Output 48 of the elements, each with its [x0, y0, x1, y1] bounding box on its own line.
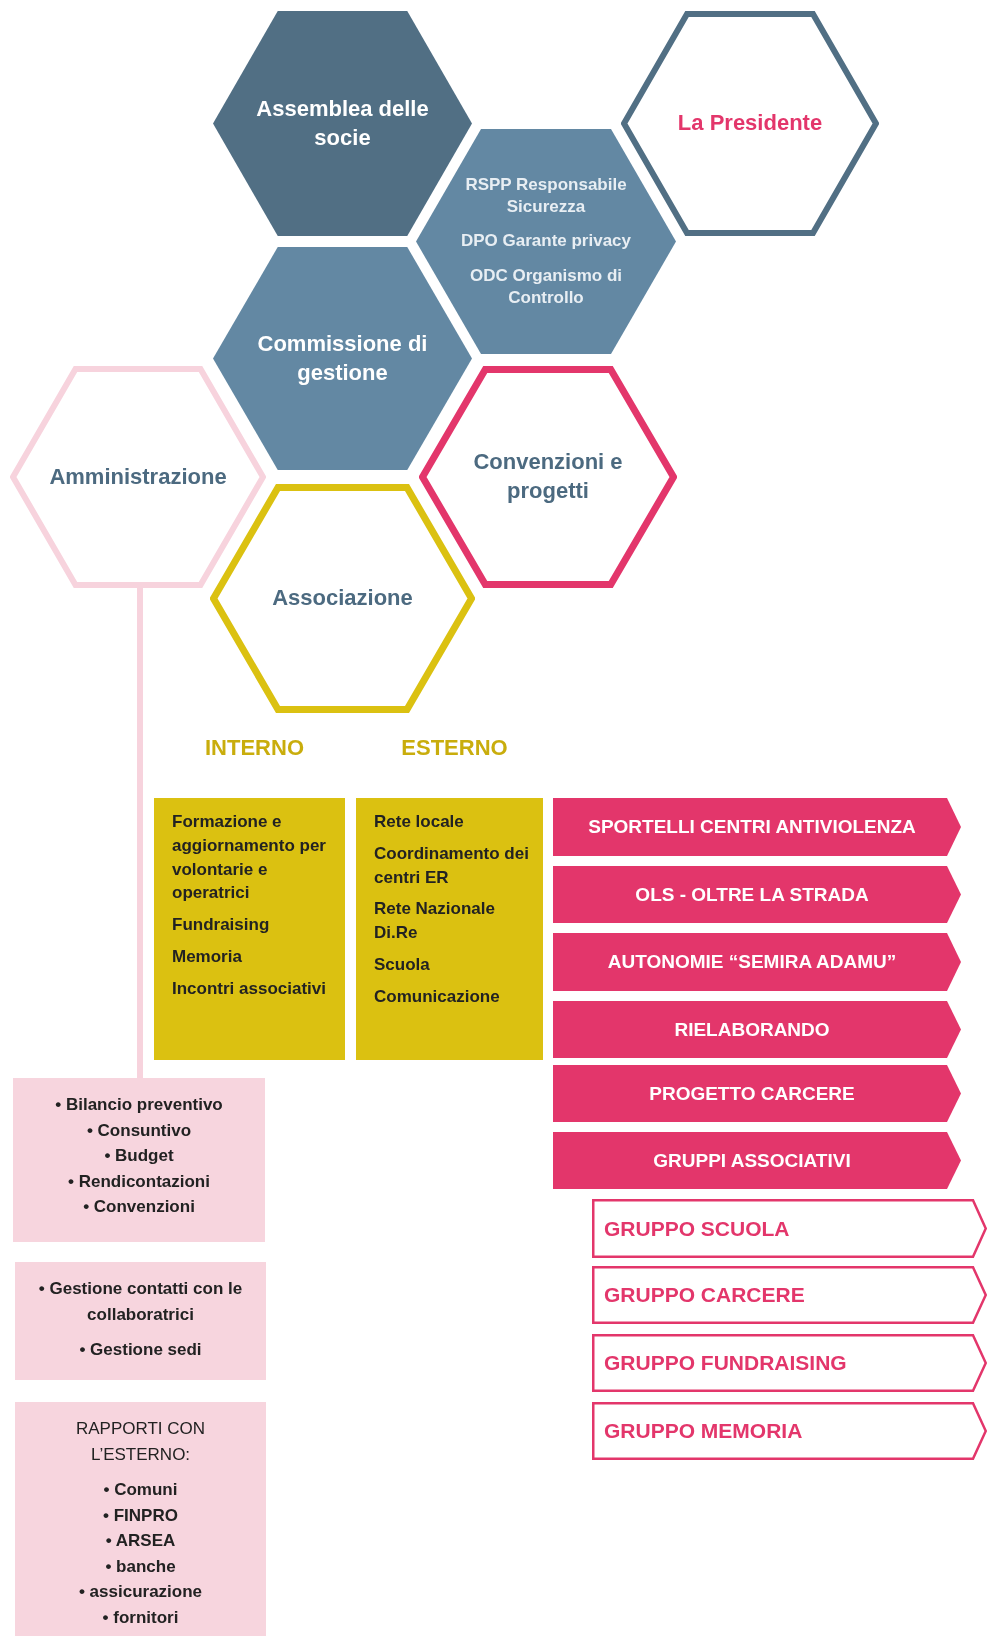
- banner-label: OLS - OLTRE LA STRADA: [635, 883, 869, 906]
- banner-label: GRUPPI ASSOCIATIVI: [653, 1149, 851, 1172]
- list-item: • Bilancio preventivo: [55, 1094, 223, 1116]
- list-item: • Gestione sedi: [79, 1339, 202, 1361]
- note-panel: [13, 1078, 265, 1242]
- list-item: • assicurazione: [78, 1581, 203, 1603]
- hexagon-label: RSPP Responsabile Sicurezza: [464, 174, 628, 219]
- list-item: Comunicazione: [374, 985, 501, 1008]
- list-item: • fornitori: [102, 1606, 179, 1629]
- banner-label: GRUPPO MEMORIA: [604, 1419, 804, 1443]
- column-heading: INTERNO: [204, 734, 305, 762]
- list-item: • banche: [105, 1555, 176, 1578]
- banner-label: RIELABORANDO: [674, 1018, 830, 1041]
- banner-label: SPORTELLI CENTRI ANTIVIOLENZA: [588, 816, 916, 838]
- banner-label: GRUPPO SCUOLA: [604, 1216, 791, 1241]
- list-item: Coordinamento dei centri ER: [374, 842, 530, 889]
- hexagon-label: La Presidente: [677, 109, 823, 138]
- list-item: • Comuni: [103, 1479, 178, 1501]
- list-item: Rete Nazionale Di.Re: [374, 898, 496, 945]
- connector-line: [137, 585, 143, 1078]
- note-panel: [15, 1402, 266, 1636]
- list-item: • Convenzioni: [83, 1196, 195, 1218]
- list-item: Incontri associativi: [172, 977, 327, 1000]
- list-item: Rete locale: [374, 811, 465, 833]
- list-item: • ARSEA: [105, 1530, 176, 1552]
- banner-label: PROGETTO CARCERE: [649, 1082, 855, 1105]
- list-item: • Budget: [104, 1145, 174, 1167]
- list-item: Scuola: [374, 954, 431, 976]
- column-heading: ESTERNO: [400, 734, 509, 762]
- banner-label: AUTONOMIE “SEMIRA ADAMU”: [607, 951, 897, 973]
- banner-label: GRUPPO CARCERE: [604, 1283, 806, 1307]
- list-item: Formazione e aggiornamento per volontarie e operatrici: [172, 811, 327, 905]
- hexagon-label: Commissione di gestione: [256, 329, 429, 387]
- list-item: • Consuntivo: [86, 1119, 192, 1142]
- banner-label: GRUPPO FUNDRAISING: [604, 1351, 848, 1375]
- panel-heading: RAPPORTI CON L’ESTERNO:: [74, 1418, 207, 1466]
- list-item: • Rendicontazioni: [68, 1170, 210, 1193]
- hexagon-label: Convenzioni e progetti: [472, 448, 624, 505]
- list-item: • Gestione contatti con le collaboratrici: [37, 1278, 244, 1326]
- hexagon-label: DPO Garante privacy: [460, 230, 632, 253]
- hexagon-label: ODC Organismo di Controllo: [468, 264, 624, 309]
- list-item: • FINPRO: [103, 1504, 178, 1527]
- hexagon-label: Amministrazione: [49, 462, 227, 491]
- hexagon-label: Assemblea delle socie: [255, 94, 430, 152]
- hexagon-label: Associazione: [272, 584, 413, 613]
- note-panel: [15, 1262, 266, 1380]
- list-item: Memoria: [172, 946, 243, 968]
- list-item: Fundraising: [172, 914, 271, 937]
